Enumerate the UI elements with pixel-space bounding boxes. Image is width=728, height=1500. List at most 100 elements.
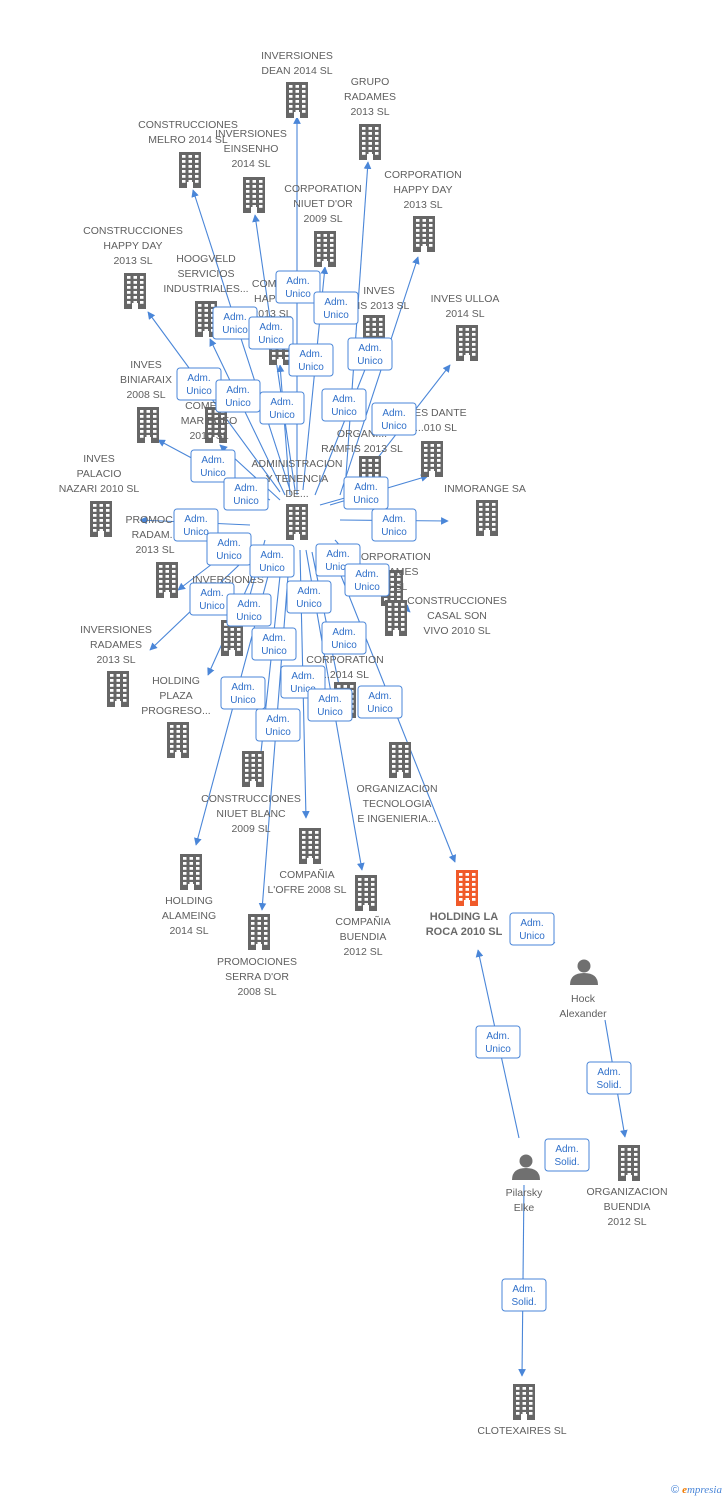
copyright-symbol: ©: [670, 1484, 680, 1496]
role-badge-text: Solid.: [596, 1080, 621, 1091]
role-badge[interactable]: Adm. Solid.: [586, 1061, 632, 1095]
role-badge[interactable]: Adm.Unico: [206, 532, 252, 566]
role-badge-text: Unico: [236, 612, 262, 623]
role-badge[interactable]: Adm.Unico: [357, 685, 403, 719]
node-promradam[interactable]: PROMOCI...RADAM...2013 SL: [126, 514, 185, 598]
role-badge[interactable]: Adm.Unico: [176, 367, 222, 401]
role-badge[interactable]: Adm.Unico: [475, 1025, 521, 1059]
brand-initial: e: [682, 1484, 687, 1496]
node-label-line: SERVICIOS: [178, 268, 235, 280]
role-badge[interactable]: Adm.Unico: [321, 621, 367, 655]
role-badge-box: [509, 912, 555, 946]
role-badge[interactable]: Adm.Unico: [220, 676, 266, 710]
role-badge[interactable]: Adm.Unico: [371, 402, 417, 436]
node-label-line: 2013 SL: [96, 654, 135, 666]
role-badge[interactable]: Adm.Unico: [215, 379, 261, 413]
role-badge[interactable]: Adm.Unico: [275, 270, 321, 304]
role-badge-box: [371, 402, 417, 436]
role-badge[interactable]: Adm.Unico: [226, 593, 272, 627]
node-label-line: Y TENENCIA: [266, 473, 329, 485]
role-badge[interactable]: Adm.Unico: [251, 627, 297, 661]
role-badge-box: [475, 1025, 521, 1059]
role-badge-text: Adm.: [355, 569, 378, 580]
role-badge[interactable]: Adm.Unico: [371, 508, 417, 542]
role-badge[interactable]: Adm.Unico: [347, 337, 393, 371]
role-badge[interactable]: Adm.Unico: [286, 580, 332, 614]
building-icon: [180, 854, 202, 890]
role-badge-text: Unico: [222, 325, 248, 336]
role-badge-box: [249, 544, 295, 578]
node-buendia[interactable]: COMPAÑIA BUENDIA 2012 SL: [335, 875, 391, 958]
role-badge-text: Solid.: [554, 1157, 579, 1168]
node-label-line: INVERSIONES: [80, 624, 152, 636]
role-badge[interactable]: Adm.Unico: [509, 912, 555, 946]
node-inmorange[interactable]: INMORANGE SA: [444, 483, 526, 536]
person-icon: [570, 959, 598, 985]
role-badge[interactable]: Adm.Unico: [288, 343, 334, 377]
node-label-line: 2013 SL: [350, 106, 389, 118]
role-badge[interactable]: Adm.Unico: [249, 544, 295, 578]
role-badge-text: Adm.: [266, 714, 289, 725]
role-badge[interactable]: Adm.Unico: [307, 688, 353, 722]
brand-name: mpresia: [686, 1484, 722, 1496]
role-badge-text: Adm.: [597, 1067, 620, 1078]
role-badge[interactable]: Adm.Unico: [343, 476, 389, 510]
role-badge[interactable]: Adm.Unico: [173, 508, 219, 542]
building-icon: [248, 914, 270, 950]
node-label-line: TECNOLOGIA: [363, 798, 432, 810]
role-badge-text: Unico: [381, 421, 407, 432]
node-dante[interactable]: ...ES DANTE...010 SL: [405, 407, 467, 477]
node-label-line: COMPAÑIA: [335, 915, 390, 928]
role-badge[interactable]: Adm. Unico: [344, 563, 390, 597]
building-icon: [618, 1145, 640, 1181]
node-label-line: PALACIO: [77, 468, 122, 480]
node-clotexaires[interactable]: CLOTEXAIRES SL: [477, 1384, 567, 1437]
node-label-line: CORPORATION: [284, 183, 361, 195]
role-badge[interactable]: Adm.Unico: [189, 582, 235, 616]
node-label-line: INVES ULLOA: [431, 293, 500, 305]
role-badge-text: Unico: [354, 582, 380, 593]
node-label-line: BUENDIA: [340, 931, 387, 943]
role-badge[interactable]: Adm.Solid.: [501, 1278, 547, 1312]
node-label-line: 2012 SL: [343, 946, 382, 958]
role-badge[interactable]: Adm.Unico: [255, 708, 301, 742]
role-badge[interactable]: Adm.Unico: [259, 391, 305, 425]
role-badge[interactable]: Adm.Unico: [190, 449, 236, 483]
building-icon: [355, 875, 377, 911]
node-label-line: 2012 SL: [607, 1216, 646, 1228]
role-badge[interactable]: Adm.Unico: [313, 291, 359, 325]
copyright-brand[interactable]: ©empresia: [671, 1484, 722, 1496]
role-badge[interactable]: Adm.Unico: [223, 477, 269, 511]
role-badge[interactable]: Adm.Unico: [248, 316, 294, 350]
role-badge[interactable]: Adm.Solid.: [544, 1138, 590, 1172]
role-badge[interactable]: Adm.Unico: [321, 388, 367, 422]
